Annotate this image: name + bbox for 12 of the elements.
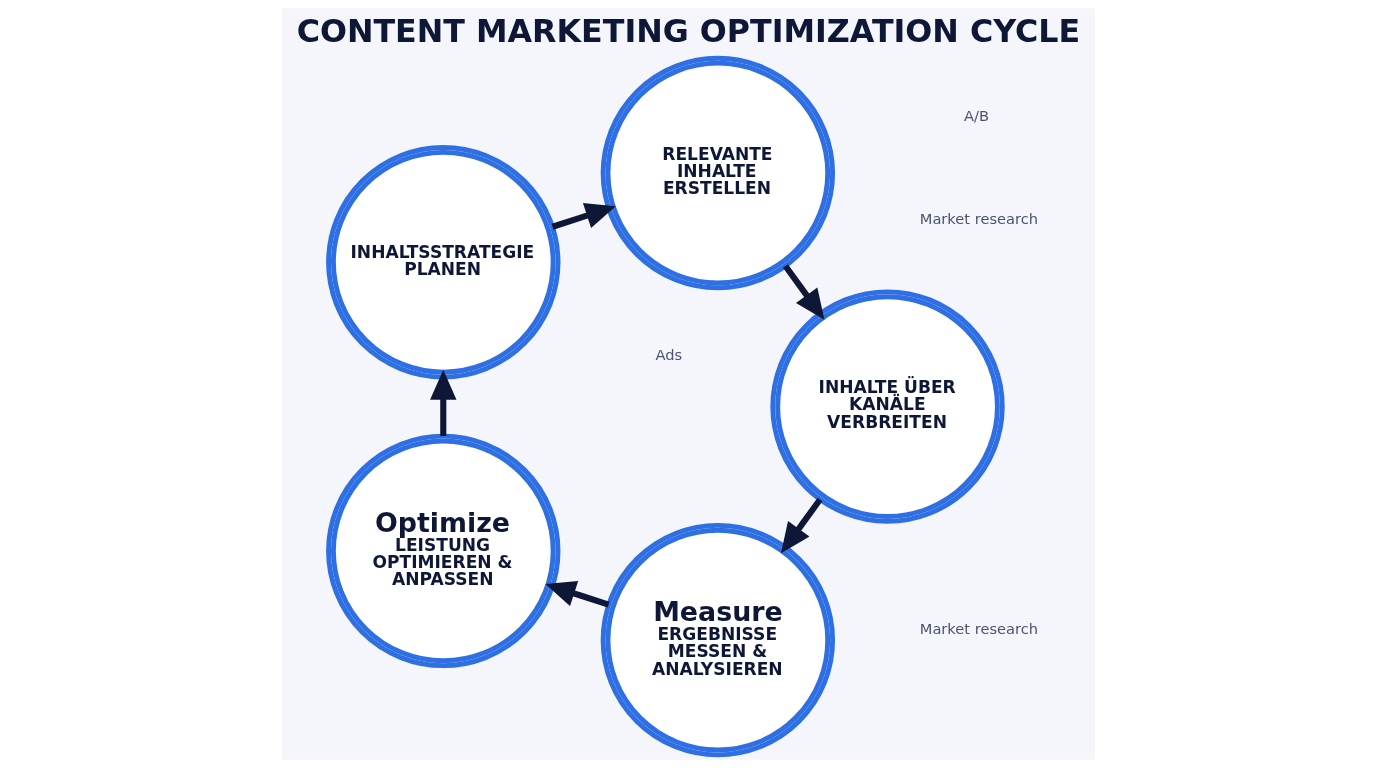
node-circle: Optimize LEISTUNG OPTIMIEREN & ANPASSEN	[325, 433, 560, 669]
node-circle: RELEVANTE INHALTE ERSTELLEN	[600, 55, 835, 291]
diagram-title: CONTENT MARKETING OPTIMIZATION CYCLE	[296, 13, 1080, 50]
arrow	[780, 497, 822, 554]
arrow	[551, 203, 616, 230]
node-circle: INHALTSSTRATEGIE PLANEN	[325, 145, 560, 380]
arrow	[782, 264, 824, 320]
label: Ads	[654, 346, 682, 364]
label: A/B	[963, 107, 989, 125]
label: Market research	[919, 209, 1038, 227]
label: Market research	[919, 619, 1038, 637]
arrow	[544, 580, 609, 608]
